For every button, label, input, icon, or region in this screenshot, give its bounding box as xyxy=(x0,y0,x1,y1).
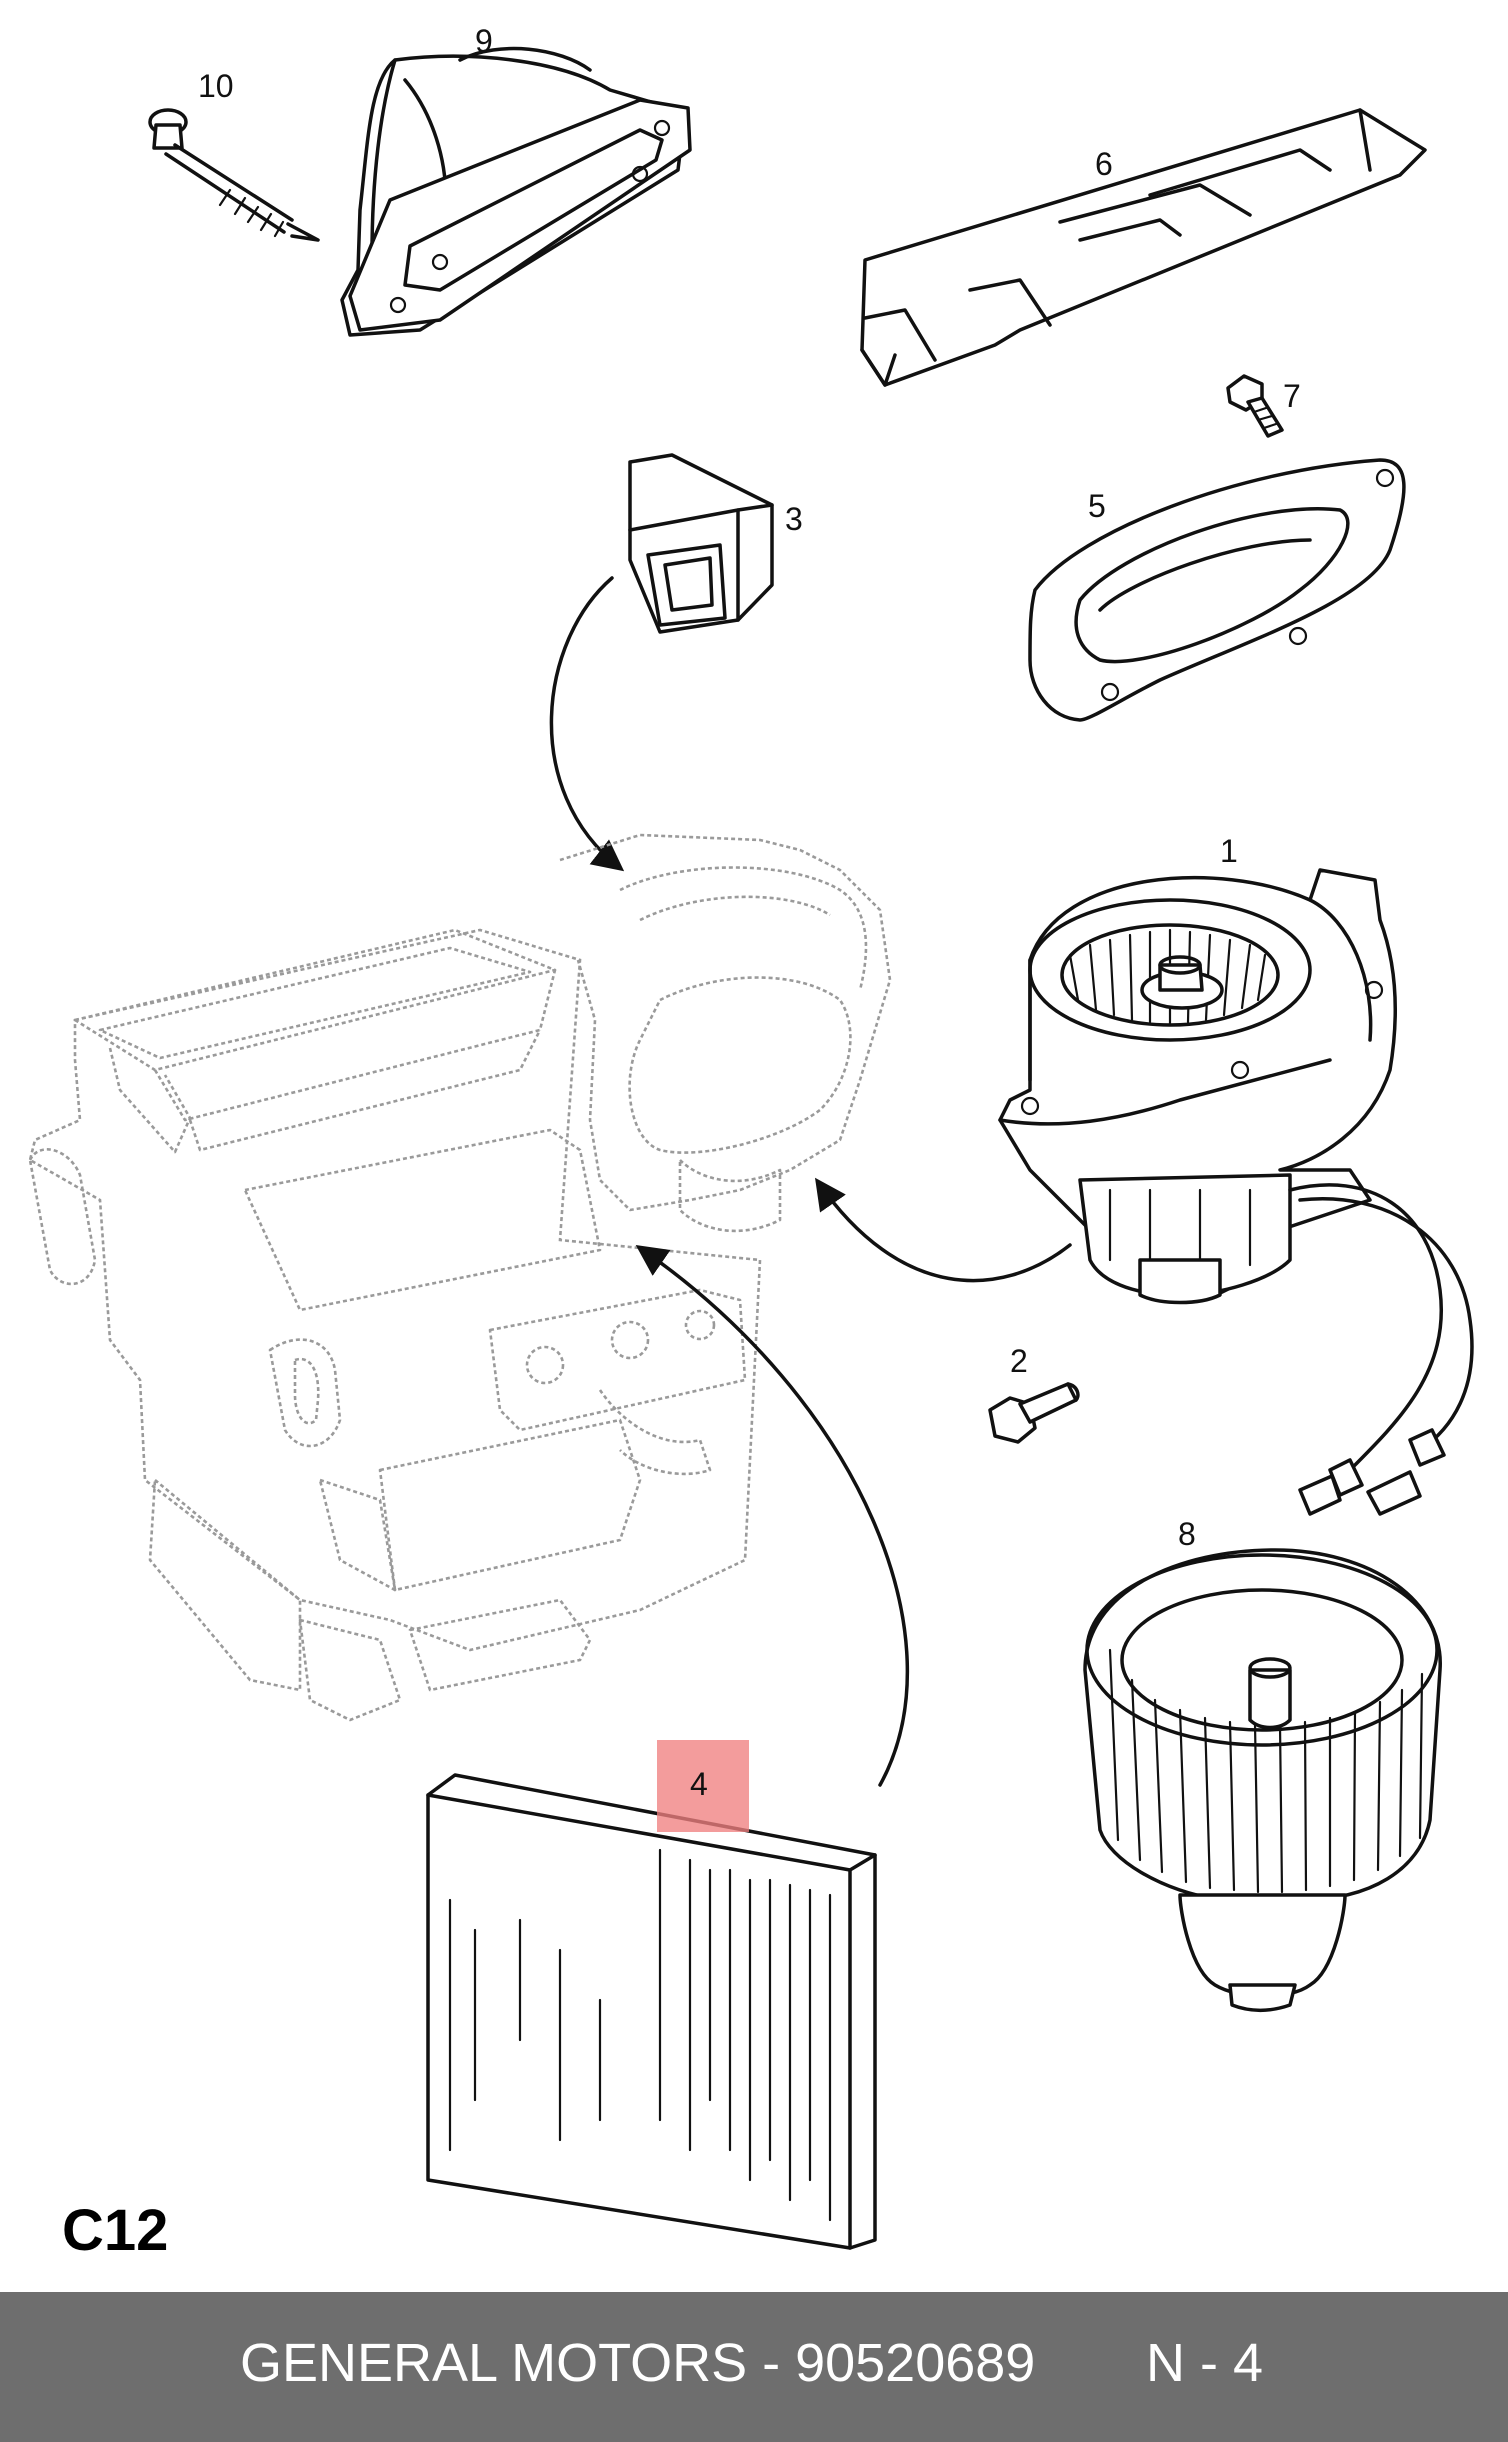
exploded-parts-diagram xyxy=(28,46,1474,2250)
part-bolt-2 xyxy=(988,1382,1080,1444)
part-blower-motor-1 xyxy=(998,868,1474,1516)
part-fan-wheel-8 xyxy=(1083,1548,1442,2012)
callout-2: 2 xyxy=(1010,1343,1028,1379)
part-housing-9 xyxy=(340,46,692,337)
part-duct-6 xyxy=(860,108,1427,387)
callout-8: 8 xyxy=(1178,1516,1196,1552)
callout-3: 3 xyxy=(785,501,803,537)
callout-5: 5 xyxy=(1088,488,1106,524)
part-screw-10 xyxy=(148,108,320,242)
callout-7: 7 xyxy=(1283,378,1301,414)
part-resistor-3 xyxy=(628,453,774,634)
callout-10: 10 xyxy=(198,68,234,104)
part-gasket-5 xyxy=(1028,458,1406,722)
callout-1: 1 xyxy=(1220,833,1238,869)
part-cabin-filter-4 xyxy=(426,1773,877,2250)
callout-4: 4 xyxy=(690,1766,708,1802)
diagram-code: C12 xyxy=(62,2198,169,2263)
callout-9: 9 xyxy=(475,23,493,59)
footer-bar: GENERAL MOTORS - 90520689 N - 4 xyxy=(0,2292,1508,2442)
heater-housing-assembly xyxy=(28,833,892,1722)
part-bolt-7 xyxy=(1226,374,1284,438)
callout-6: 6 xyxy=(1095,146,1113,182)
footer-part-number: GENERAL MOTORS - 90520689 xyxy=(240,2333,1036,2393)
callout-4-highlight xyxy=(657,1740,749,1832)
footer-position: N - 4 xyxy=(1146,2333,1264,2393)
